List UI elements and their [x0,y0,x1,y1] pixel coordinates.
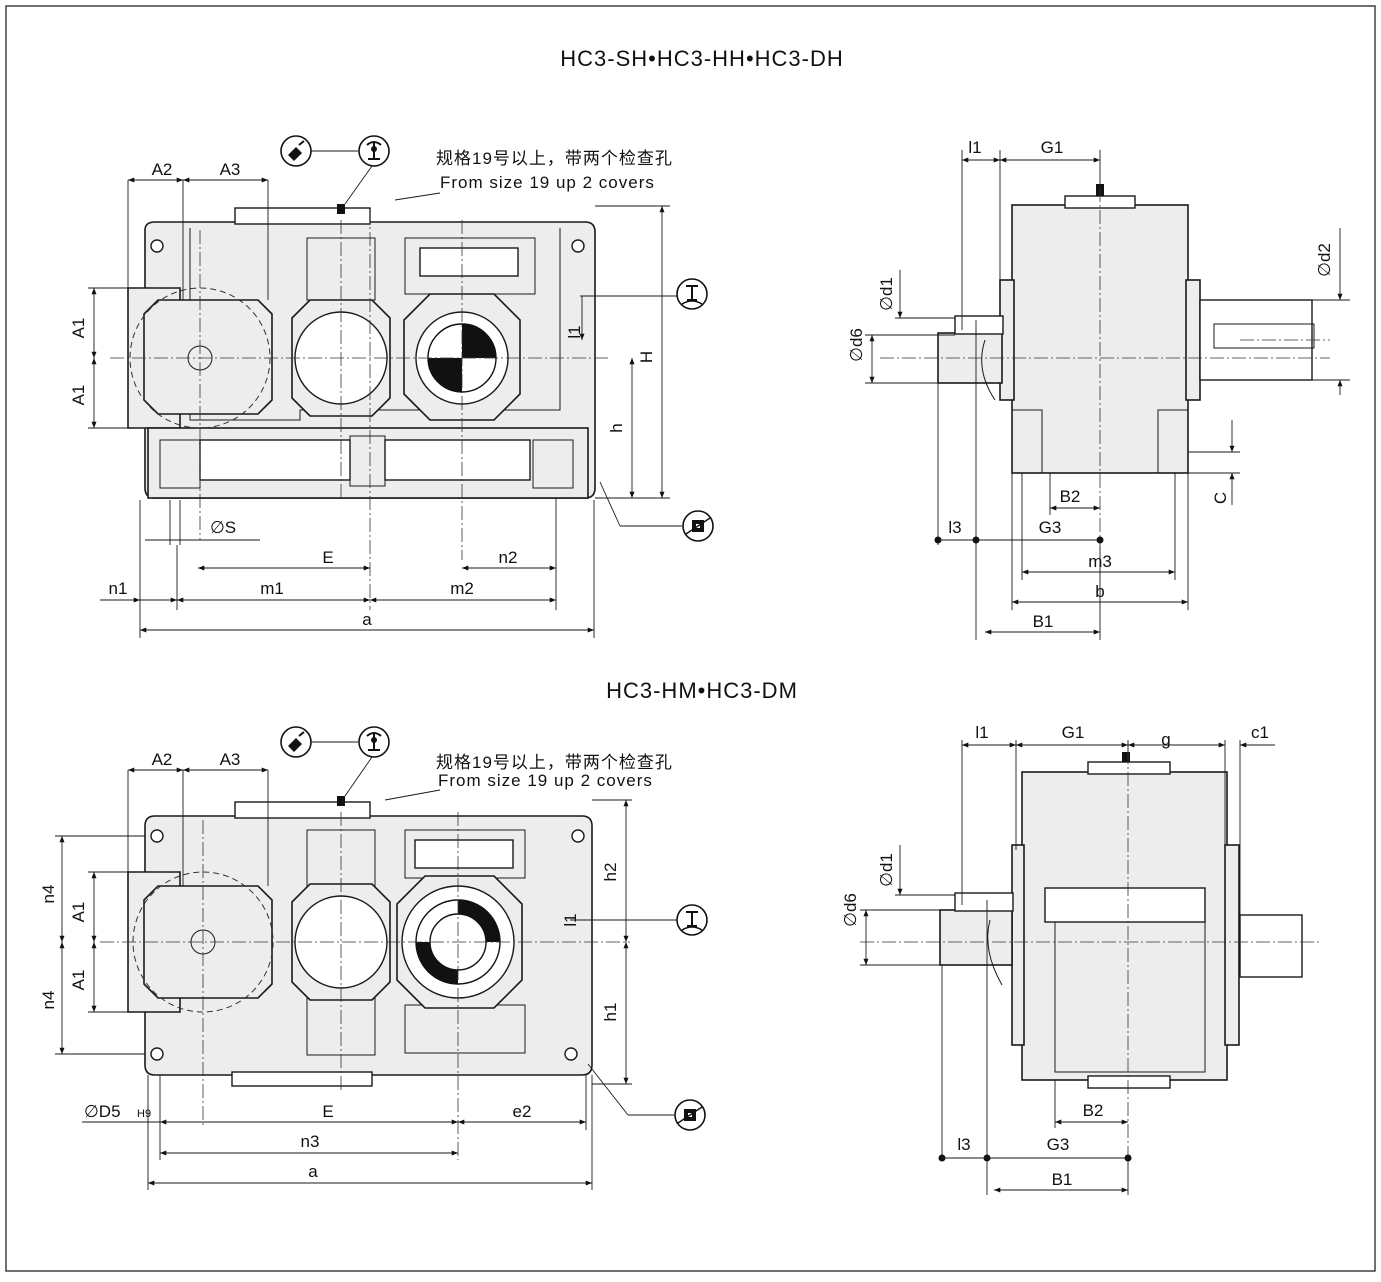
oil-fill-icon [280,135,312,167]
title-bottom: HC3-HM•HC3-DM [606,678,798,703]
dim-H: H [637,351,656,363]
dim-C: C [1211,492,1230,504]
dim-A1-bottom-upper: A1 [69,902,88,923]
dim-l1-bottom-side: l1 [975,723,988,742]
dim-a-bottom: a [308,1162,318,1181]
dim-g: g [1161,730,1170,749]
dim-l3-bottom: l3 [957,1135,970,1154]
dim-G3-top: G3 [1039,518,1062,537]
dim-A3-top: A3 [220,160,241,179]
oil-level-icon [676,278,708,310]
oil-fill-icon-bottom [280,726,312,758]
dim-n3: n3 [301,1132,320,1151]
dim-B1-bottom: B1 [1052,1170,1073,1189]
oil-drain-icon-bottom [674,1099,706,1131]
dim-l1-top-side: l1 [968,138,981,157]
dim-A2-top: A2 [152,160,173,179]
title-top: HC3-SH•HC3-HH•HC3-DH [560,46,844,71]
dim-A1-top-upper: A1 [69,318,88,339]
bottom-side-view: l1 G1 g c1 ∅d1 ∅d6 B2 l3 G3 B1 [841,723,1320,1195]
sheet-border [5,5,1376,1272]
dim-B2-top: B2 [1060,487,1081,506]
note-en-top: From size 19 up 2 covers [440,173,655,192]
dim-d1-bottom: ∅d1 [877,853,896,887]
note-cn-bottom: 规格19号以上，带两个检查孔 [436,753,673,772]
vent-icon-bottom [358,726,390,758]
vent-icon [358,135,390,167]
dim-m2: m2 [450,579,474,598]
dim-S: ∅S [210,518,236,537]
dim-n2: n2 [499,548,518,567]
dim-l1-bottom-front: l1 [561,913,580,926]
oil-level-icon-bottom [676,904,708,936]
dim-A1-bottom-lower: A1 [69,970,88,991]
oil-drain-icon [682,510,714,542]
dim-A1-top-lower: A1 [69,385,88,406]
dim-l1-top-front: l1 [565,325,584,338]
dim-n4-lower: n4 [39,991,58,1010]
bottom-front-view: A2 A3 n4 n4 A1 A1 h2 h1 l1 ∅D5 H9 E e2 n… [39,726,708,1190]
dim-d1-top: ∅d1 [877,277,896,311]
dim-d6-bottom: ∅d6 [841,893,860,927]
top-side-view: l1 G1 ∅d2 ∅d1 ∅d6 C B2 l3 G3 m3 [847,138,1350,640]
dim-e2: e2 [513,1102,532,1121]
dim-d6-top: ∅d6 [847,328,866,362]
dim-A2-bottom: A2 [152,750,173,769]
dim-c1: c1 [1251,723,1269,742]
dim-m1: m1 [260,579,284,598]
dim-n1: n1 [109,579,128,598]
note-en-bottom: From size 19 up 2 covers [438,771,653,790]
dim-G1-top: G1 [1041,138,1064,157]
dim-G1-bottom: G1 [1062,723,1085,742]
dim-E-top: E [322,548,333,567]
dim-d2: ∅d2 [1315,243,1334,277]
note-cn-top: 规格19号以上，带两个检查孔 [436,149,673,168]
dim-a-top: a [362,610,372,629]
dim-l3-top: l3 [948,518,961,537]
dim-h: h [607,423,626,432]
dim-B1-top: B1 [1033,612,1054,631]
dim-n4-upper: n4 [39,885,58,904]
dim-A3-bottom: A3 [220,750,241,769]
dim-B2-bottom: B2 [1083,1101,1104,1120]
top-front-view: A2 A3 A1 A1 H h l1 ∅S E n2 n1 m1 [69,135,714,638]
dim-G3-bottom: G3 [1047,1135,1070,1154]
dim-h1: h1 [601,1003,620,1022]
dim-D5-tolerance: H9 [137,1108,151,1120]
dim-h2: h2 [601,863,620,882]
dim-E-bottom: E [322,1102,333,1121]
dim-D5: ∅D5 [84,1102,121,1121]
